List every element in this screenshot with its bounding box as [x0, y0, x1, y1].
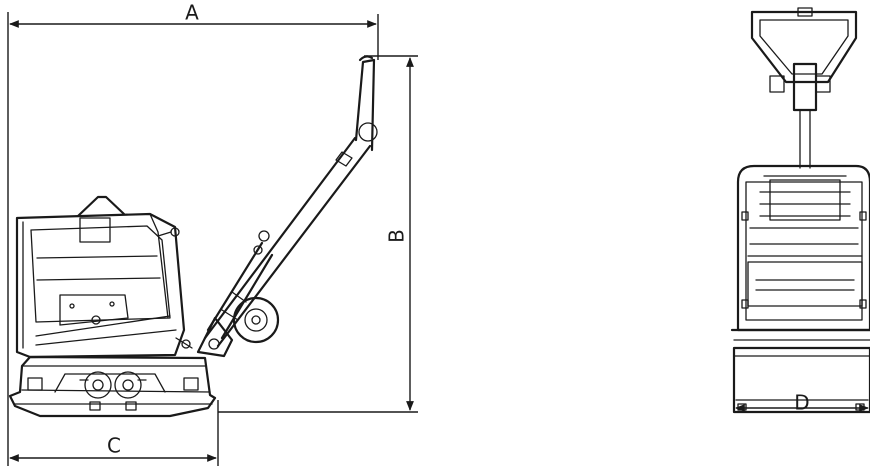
handle-assembly	[196, 55, 378, 358]
dimension-d: D	[735, 391, 869, 415]
dimension-a: A	[7, 1, 379, 466]
dimension-b: B	[218, 55, 418, 413]
front-view	[730, 7, 870, 414]
dimension-label-b: B	[385, 229, 409, 243]
side-view	[8, 55, 378, 418]
dimension-label-d: D	[794, 391, 809, 415]
base-plate	[8, 355, 217, 418]
engine-frame	[15, 195, 193, 359]
dimension-label-a: A	[185, 1, 199, 25]
dimension-label-c: C	[107, 434, 121, 458]
dimension-c: C	[9, 400, 219, 466]
